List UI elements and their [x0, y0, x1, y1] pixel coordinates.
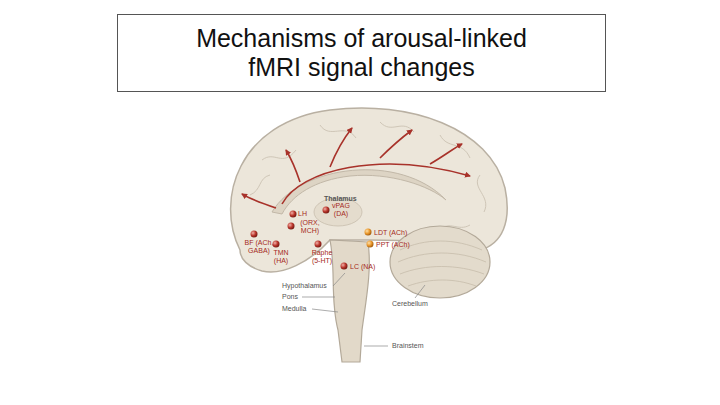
nucleus-label: (ORX, MCH): [296, 219, 324, 234]
nucleus-label: Raphe (5-HT): [308, 249, 336, 264]
slide-title: Mechanisms of arousal-linked fMRI signal…: [172, 24, 552, 82]
nucleus-label: LC (NA): [350, 263, 375, 271]
nucleus-label: PPT (ACh): [376, 241, 410, 249]
anatomy-label: Cerebellum: [392, 300, 428, 308]
anatomy-label: Medulla: [282, 305, 307, 313]
anatomy-label: Brainstem: [392, 342, 424, 350]
nucleus-label: TMN (HA): [270, 249, 292, 264]
nucleus-label: LH: [298, 210, 307, 218]
anatomy-label: Thalamus: [324, 195, 357, 203]
nucleus-label: BF (ACh, GABA): [244, 239, 274, 254]
anatomy-label: Pons: [282, 293, 298, 301]
nucleus-label: vPAG (DA): [330, 202, 352, 217]
nucleus-label: LDT (ACh): [374, 229, 407, 237]
title-box: Mechanisms of arousal-linked fMRI signal…: [117, 14, 606, 92]
anatomy-label: Hypothalamus: [282, 282, 327, 290]
